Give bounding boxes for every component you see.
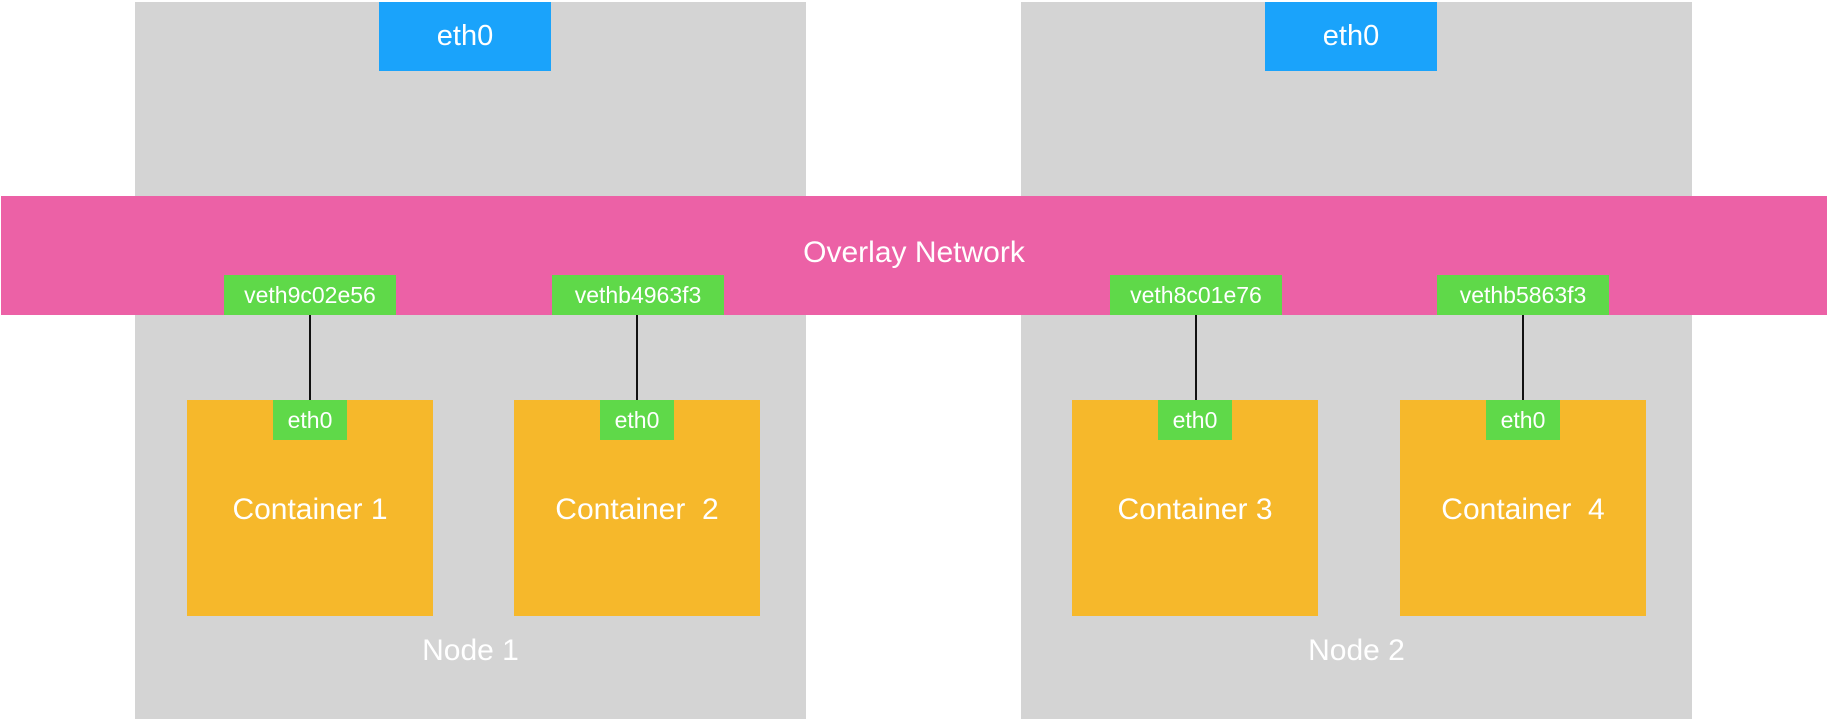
link-veth-4-to-container-4 — [1522, 315, 1524, 401]
container-2: eth0 Container 2 — [514, 400, 760, 616]
container-4-eth0: eth0 — [1486, 400, 1560, 440]
node-2-eth0-interface: eth0 — [1265, 2, 1437, 71]
container-3-label: Container 3 — [1117, 493, 1273, 526]
link-veth-1-to-container-1 — [309, 315, 311, 401]
container-3: eth0 Container 3 — [1072, 400, 1318, 616]
container-1-eth0: eth0 — [273, 400, 347, 440]
veth-container-4: vethb5863f3 — [1437, 275, 1609, 315]
container-4-label: Container 4 — [1441, 493, 1605, 526]
node-1-eth0-interface: eth0 — [379, 2, 551, 71]
veth-container-2: vethb4963f3 — [552, 275, 724, 315]
veth-container-1: veth9c02e56 — [224, 275, 396, 315]
container-1: eth0 Container 1 — [187, 400, 433, 616]
container-2-label: Container 2 — [555, 493, 719, 526]
veth-container-3: veth8c01e76 — [1110, 275, 1282, 315]
link-veth-2-to-container-2 — [636, 315, 638, 401]
node-2-label: Node 2 — [1308, 634, 1405, 667]
link-veth-3-to-container-3 — [1195, 315, 1197, 401]
container-2-eth0: eth0 — [600, 400, 674, 440]
container-4: eth0 Container 4 — [1400, 400, 1646, 616]
container-3-eth0: eth0 — [1158, 400, 1232, 440]
container-1-label: Container 1 — [232, 493, 388, 526]
overlay-network-label: Overlay Network — [803, 236, 1025, 269]
node-1-label: Node 1 — [422, 634, 519, 667]
